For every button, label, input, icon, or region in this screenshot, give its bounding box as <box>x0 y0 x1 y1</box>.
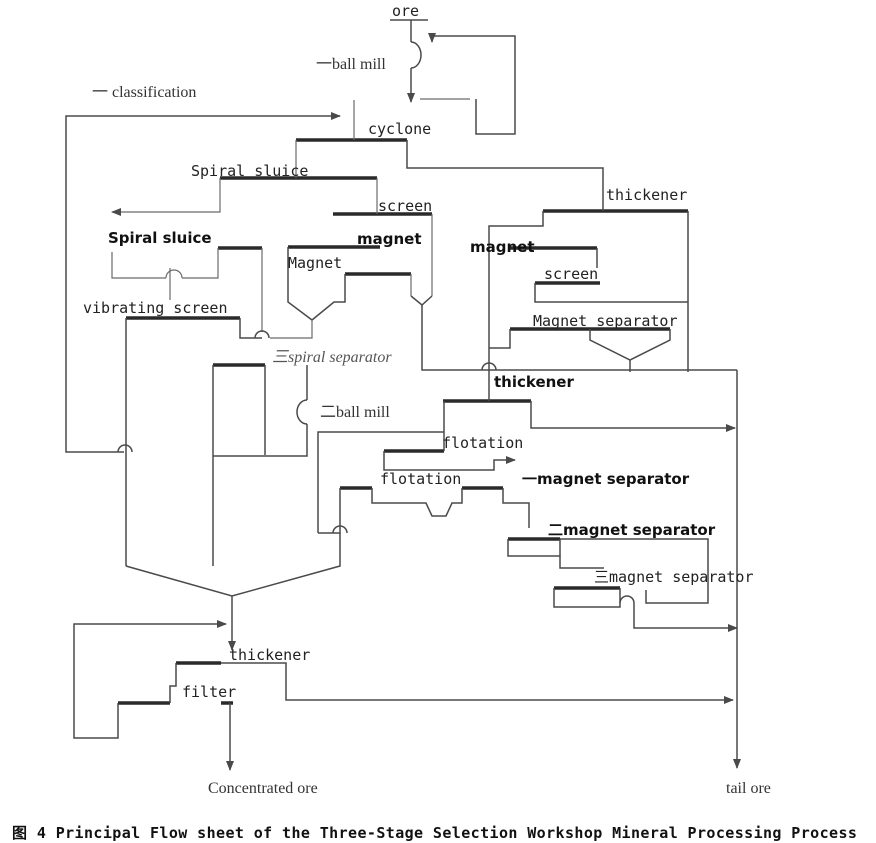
flow-lines <box>65 19 741 771</box>
ball-mill-2-label: 二ball mill <box>320 404 390 421</box>
concentrated-ore-label: Concentrated ore <box>208 780 318 797</box>
ball-mill-1-label: 一ball mill <box>316 56 386 73</box>
magnet-separator-label: Magnet separator <box>533 312 678 330</box>
cyclone-label: cyclone <box>368 120 431 138</box>
magnet-3-label: Magnet <box>288 254 342 272</box>
figure-caption: 图 4 Principal Flow sheet of the Three-St… <box>12 824 857 842</box>
spiral-sluice-1-label: Spiral sluice <box>191 162 308 180</box>
magnet-hopper-left <box>287 247 346 321</box>
screen-1-label: screen <box>378 197 432 215</box>
labels: ore 一ball mill 一 classification cyclone … <box>12 2 857 842</box>
equipment-decks <box>118 138 688 705</box>
flotation-1-label: flotation <box>442 434 523 452</box>
magnet-separator-first-label: 一magnet separator <box>522 470 690 488</box>
classification-label: 一 classification <box>92 84 196 101</box>
vibrating-screen-label: vibrating screen <box>83 299 228 317</box>
magnet-2-label: magnet <box>470 238 535 256</box>
screen-2-label: screen <box>544 265 598 283</box>
magnet-separator-hopper <box>589 329 671 361</box>
tail-ore-label: tail ore <box>726 780 771 797</box>
magnet-1-label: magnet <box>357 230 422 248</box>
thickener-1-label: thickener <box>606 186 687 204</box>
flotation-2-label: flotation <box>380 470 461 488</box>
thickener-2-label: thickener <box>494 373 574 391</box>
ore-label: ore <box>392 2 419 20</box>
magnet-separator-second-label: 二magnet separator <box>548 521 716 539</box>
concentrate-funnel <box>125 533 341 597</box>
spiral-sluice-2-label: Spiral sluice <box>108 229 212 247</box>
magnet-separator-third-label: 三magnet separator <box>594 568 754 586</box>
spiral-separator-label: 三spiral separator <box>272 349 392 366</box>
thickener-3-label: thickener <box>229 646 310 664</box>
filter-label: filter <box>182 683 236 701</box>
